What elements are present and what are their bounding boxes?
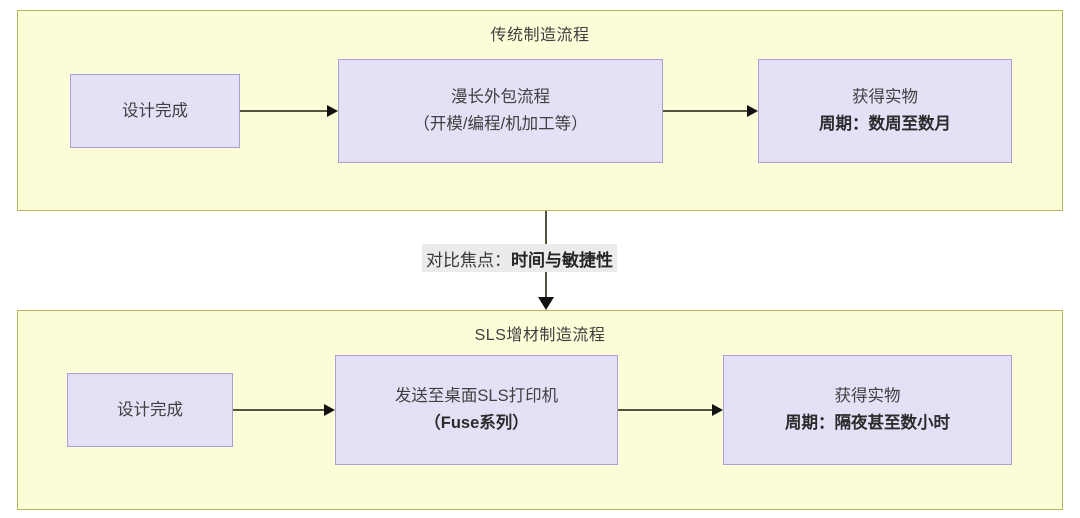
arrow-head-down-icon	[538, 297, 554, 310]
arrow-shaft	[663, 110, 748, 112]
arrow-traditional-outsourcing-to-part	[663, 105, 758, 117]
arrow-shaft	[618, 409, 713, 411]
arrow-head-right-icon	[327, 105, 338, 117]
arrow-shaft	[233, 409, 325, 411]
group-traditional-title: 传统制造流程	[490, 27, 590, 44]
connector-label-comparison-focus: 对比焦点：时间与敏捷性	[422, 244, 617, 272]
node-line-cycle-time: 周期：数周至数月	[819, 115, 951, 133]
arrow-head-right-icon	[712, 404, 723, 416]
arrow-sls-printer-to-part	[618, 404, 723, 416]
node-line-printer-family: （Fuse系列）	[424, 414, 529, 432]
connector-label-emphasis: 时间与敏捷性	[511, 250, 613, 270]
node-line: （开模/编程/机加工等）	[413, 115, 588, 133]
node-line: 获得实物	[834, 387, 901, 406]
node-sls-physical-part[interactable]: 获得实物 周期：隔夜甚至数小时	[723, 355, 1012, 465]
arrow-head-right-icon	[747, 105, 758, 117]
group-sls-title: SLS增材制造流程	[474, 327, 606, 344]
connector-label-prefix: 对比焦点：	[426, 250, 511, 270]
node-line: 发送至桌面SLS打印机	[394, 387, 559, 406]
node-line-cycle-time: 周期：隔夜甚至数小时	[785, 414, 950, 432]
arrow-traditional-design-to-outsourcing	[240, 105, 338, 117]
node-traditional-outsourcing[interactable]: 漫长外包流程 （开模/编程/机加工等）	[338, 59, 663, 163]
node-line: 设计完成	[117, 400, 183, 419]
node-sls-design-complete[interactable]: 设计完成	[67, 373, 233, 447]
node-sls-send-to-printer[interactable]: 发送至桌面SLS打印机 （Fuse系列）	[335, 355, 618, 465]
arrow-sls-design-to-printer	[233, 404, 335, 416]
node-line: 设计完成	[122, 101, 188, 120]
arrow-head-right-icon	[324, 404, 335, 416]
node-traditional-design-complete[interactable]: 设计完成	[70, 74, 240, 148]
node-line: 漫长外包流程	[451, 88, 550, 107]
arrow-shaft	[240, 110, 328, 112]
node-line: 获得实物	[852, 88, 918, 107]
node-traditional-physical-part[interactable]: 获得实物 周期：数周至数月	[758, 59, 1012, 163]
